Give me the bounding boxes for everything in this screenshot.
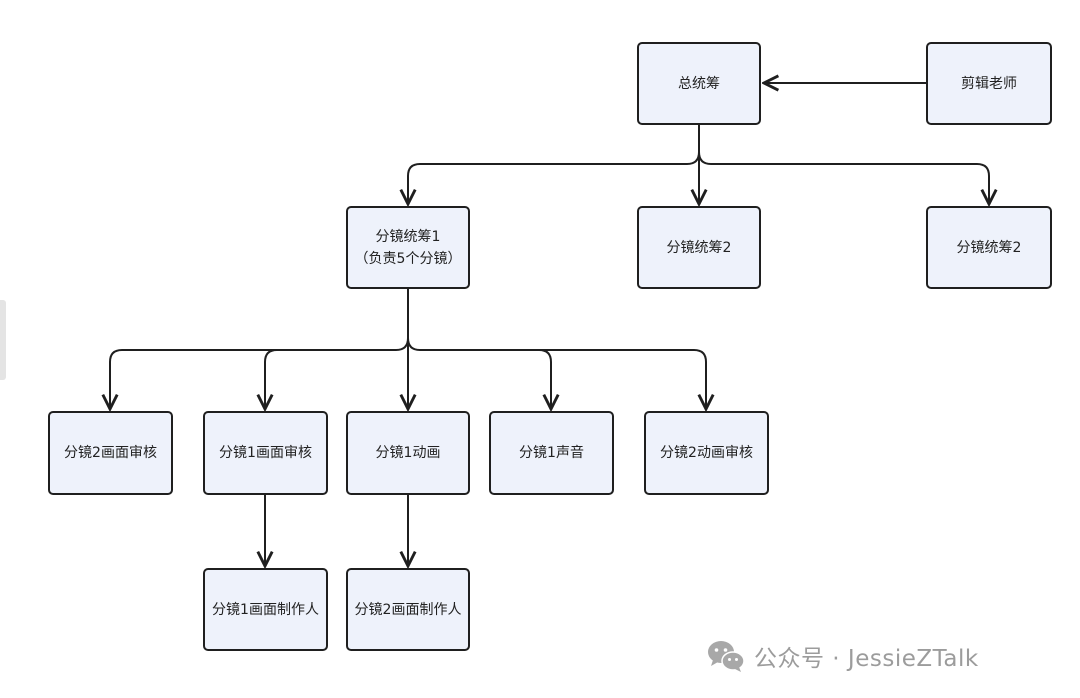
node-editor: 剪辑老师 [926, 42, 1052, 125]
node-sb2-visual-review: 分镜2画面审核 [48, 411, 173, 495]
node-sb1-animation: 分镜1动画 [346, 411, 470, 495]
edge-coord1-to-sb1-sound [407, 337, 551, 409]
node-sb1-sound: 分镜1声音 [489, 411, 614, 495]
node-label: 分镜2动画审核 [660, 445, 753, 461]
node-label-line1: 分镜统筹1 [375, 228, 441, 245]
node-label: 分镜1画面制作人 [212, 601, 319, 618]
node-label: 分镜2画面制作人 [354, 601, 462, 618]
wechat-icon [708, 641, 745, 672]
watermark: 公众号 · JessieZTalk [706, 636, 979, 676]
edge-master-to-coord2b [698, 151, 989, 204]
node-label: 剪辑老师 [961, 75, 1017, 92]
node-sb2-animation-review: 分镜2动画审核 [644, 411, 769, 495]
node-label: 总统筹 [678, 75, 720, 92]
node-label: 分镜统筹2 [956, 239, 1022, 256]
node-storyboard-coordinator-1: 分镜统筹1 （负责5个分镜） [346, 206, 470, 289]
node-label: 分镜2画面审核 [64, 445, 157, 461]
node-storyboard-coordinator-2a: 分镜统筹2 [637, 206, 761, 289]
node-storyboard-coordinator-2b: 分镜统筹2 [926, 206, 1052, 289]
node-master-coordinator: 总统筹 [637, 42, 761, 125]
edge-master-to-coord1 [408, 151, 700, 204]
node-sb1-visual-maker: 分镜1画面制作人 [203, 568, 328, 651]
edge-coord1-to-sb2-animation-review [539, 349, 706, 409]
node-label: 分镜1动画 [375, 445, 441, 461]
node-label-line2: （负责5个分镜） [354, 250, 462, 267]
node-label: 分镜1声音 [519, 445, 584, 461]
watermark-text: 公众号 · JessieZTalk [754, 646, 979, 672]
edge-coord1-to-sb2-visual-review [110, 337, 409, 409]
node-label: 分镜统筹2 [666, 239, 732, 256]
node-sb1-visual-review: 分镜1画面审核 [203, 411, 328, 495]
node-sb2-visual-maker: 分镜2画面制作人 [346, 568, 470, 651]
node-label: 分镜1画面审核 [219, 445, 312, 461]
edge-coord1-to-sb1-visual-review [265, 349, 396, 409]
left-edge-mark [0, 300, 6, 380]
